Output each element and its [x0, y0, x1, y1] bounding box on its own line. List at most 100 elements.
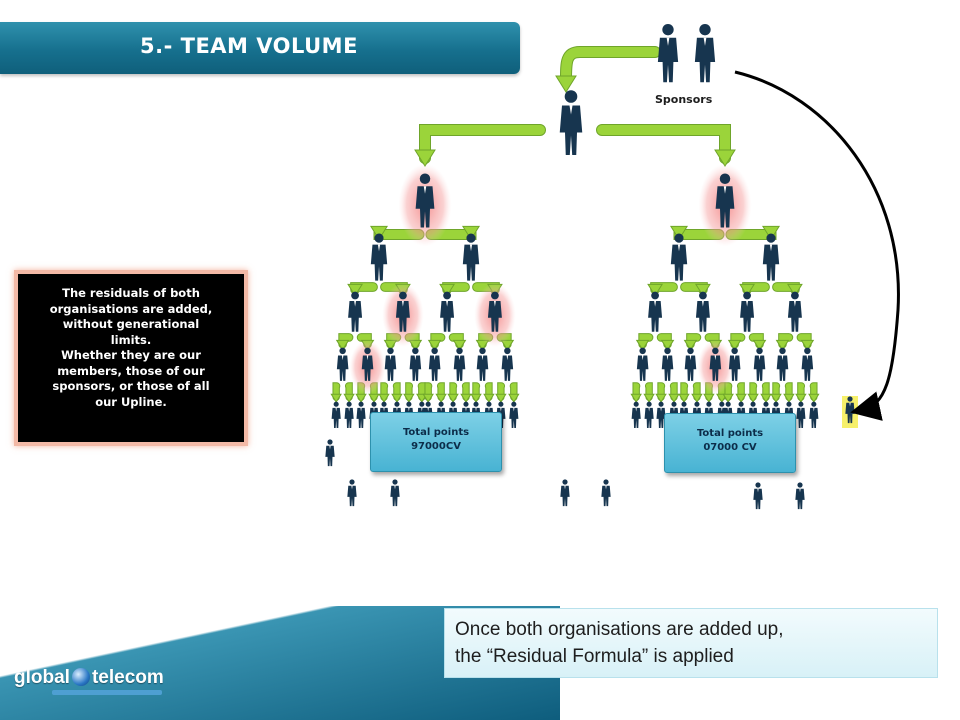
right-arrow-RLR-left-head	[747, 393, 759, 403]
right-arrow-root-left-head	[669, 225, 689, 241]
logo-word-global: global	[14, 667, 70, 688]
info-text: The residuals of both organisations are …	[49, 286, 213, 409]
right-arrow-LL-right-head	[660, 339, 675, 351]
right-arrow-RL-right-head	[752, 339, 767, 351]
right-person-LL	[648, 291, 663, 332]
left-person-R	[462, 233, 480, 281]
left-arrow-RRR-right-head	[508, 393, 520, 403]
right-person-LLR	[661, 347, 674, 381]
title-banner: 5.- TEAM VOLUME	[0, 22, 520, 74]
right-arrow-LLL-right-head	[643, 393, 655, 403]
points-box-left-value: 97000CV	[411, 441, 461, 452]
left-person-LL	[348, 291, 363, 332]
left-person-extra-3	[390, 479, 400, 507]
right-arrow-LRL-right-head	[691, 393, 703, 403]
top-person	[559, 90, 583, 155]
left-arrow-RLL-left-head	[422, 393, 434, 403]
left-person-RL	[440, 291, 455, 332]
left-person-extra-2	[347, 479, 357, 507]
right-arrow-LR-left-head	[683, 339, 698, 351]
caption-line-1: Once both organisations are added up,	[455, 619, 784, 640]
right-person-LRR	[709, 347, 722, 381]
right-arrow-RR-right-head	[800, 339, 815, 351]
left-arrow-RLL-right-head	[435, 393, 447, 403]
left-arrow-LRR-left-head	[403, 393, 415, 403]
caption-line-2: the “Residual Formula” is applied	[455, 646, 734, 667]
left-arrow-root-left-head	[369, 225, 389, 241]
right-arrow-LL-left-head	[635, 339, 650, 351]
globe-icon	[71, 668, 90, 686]
right-person-extra-4	[795, 482, 805, 510]
left-person-RRRR	[509, 401, 519, 428]
points-box-right-value: 07000 CV	[703, 442, 757, 453]
left-person-LRL	[384, 347, 397, 381]
right-arrow-R-left-head	[739, 283, 756, 297]
right-arrow-RRL-left-head	[770, 393, 782, 403]
right-person-RLL	[728, 347, 741, 381]
right-person-extra-1	[560, 479, 570, 507]
right-person-RRRR	[809, 401, 819, 428]
left-person-LR	[395, 291, 410, 332]
right-person-LLLR	[644, 401, 654, 428]
left-arrow-LLR-left-head	[355, 393, 367, 403]
right-person-RRR	[801, 347, 814, 381]
right-person-LLRL	[656, 401, 666, 428]
left-arrow-RL-left-head	[427, 339, 442, 351]
right-arrow-RLR-right-head	[760, 393, 772, 403]
left-person-RRR	[501, 347, 514, 381]
left-person-root	[415, 173, 435, 228]
left-person-RLR	[453, 347, 466, 381]
left-person-LLL	[336, 347, 349, 381]
right-person-LLL	[636, 347, 649, 381]
left-arrow-LRL-left-head	[378, 393, 390, 403]
right-arrow-LRL-left-head	[678, 393, 690, 403]
right-arrow-R-right-head	[786, 283, 803, 297]
right-person-LRL	[684, 347, 697, 381]
left-arrow-RRR-left-head	[495, 393, 507, 403]
branch-arrow-right-head	[714, 149, 736, 167]
left-person-RLL	[428, 347, 441, 381]
left-person-LLLR	[344, 401, 354, 428]
right-arrow-root-right-head	[761, 225, 781, 241]
left-arrow-RRL-left-head	[470, 393, 482, 403]
right-arrow-RRL-right-head	[783, 393, 795, 403]
right-person-RR	[787, 291, 802, 332]
left-person-L	[370, 233, 388, 281]
right-person-RRL	[776, 347, 789, 381]
right-arrow-L-right-head	[694, 283, 711, 297]
sponsor-person-left	[657, 23, 679, 83]
left-person-RRL	[476, 347, 489, 381]
right-arrow-LLR-left-head	[655, 393, 667, 403]
branch-arrow-left-head	[414, 149, 436, 167]
left-arrow-LLR-right-head	[368, 393, 380, 403]
sponsors-label: Sponsors	[655, 93, 713, 106]
right-arrow-LRR-left-head	[703, 393, 715, 403]
right-person-LLLL	[631, 401, 641, 428]
company-logo: global telecom	[14, 667, 164, 689]
left-person-LLRL	[356, 401, 366, 428]
left-arrow-L-left-head	[347, 283, 364, 297]
right-arrow-L-left-head	[647, 283, 664, 297]
left-arrow-root-right-head	[461, 225, 481, 241]
right-arrow-LLL-left-head	[630, 393, 642, 403]
slide-title: 5.- TEAM VOLUME	[140, 34, 358, 58]
right-arrow-RR-left-head	[775, 339, 790, 351]
right-person-R	[762, 233, 780, 281]
sponsor-down-arrow	[561, 47, 660, 85]
left-person-extra-1	[325, 439, 335, 467]
logo-word-telecom: telecom	[91, 667, 164, 688]
left-arrow-LLL-right-head	[343, 393, 355, 403]
points-box-right-label: Total points	[696, 428, 764, 439]
right-arrow-LLR-right-head	[668, 393, 680, 403]
right-person-extra-2	[601, 479, 611, 507]
left-person-LRR	[409, 347, 422, 381]
left-arrow-RLR-right-head	[460, 393, 472, 403]
left-arrow-RLR-left-head	[447, 393, 459, 403]
right-arrow-RRR-left-head	[795, 393, 807, 403]
right-arrow-RRR-right-head	[808, 393, 820, 403]
branch-arrow-left	[420, 125, 545, 163]
sponsor-person-right	[694, 23, 716, 83]
caption-box: Once both organisations are added up, th…	[444, 608, 938, 678]
